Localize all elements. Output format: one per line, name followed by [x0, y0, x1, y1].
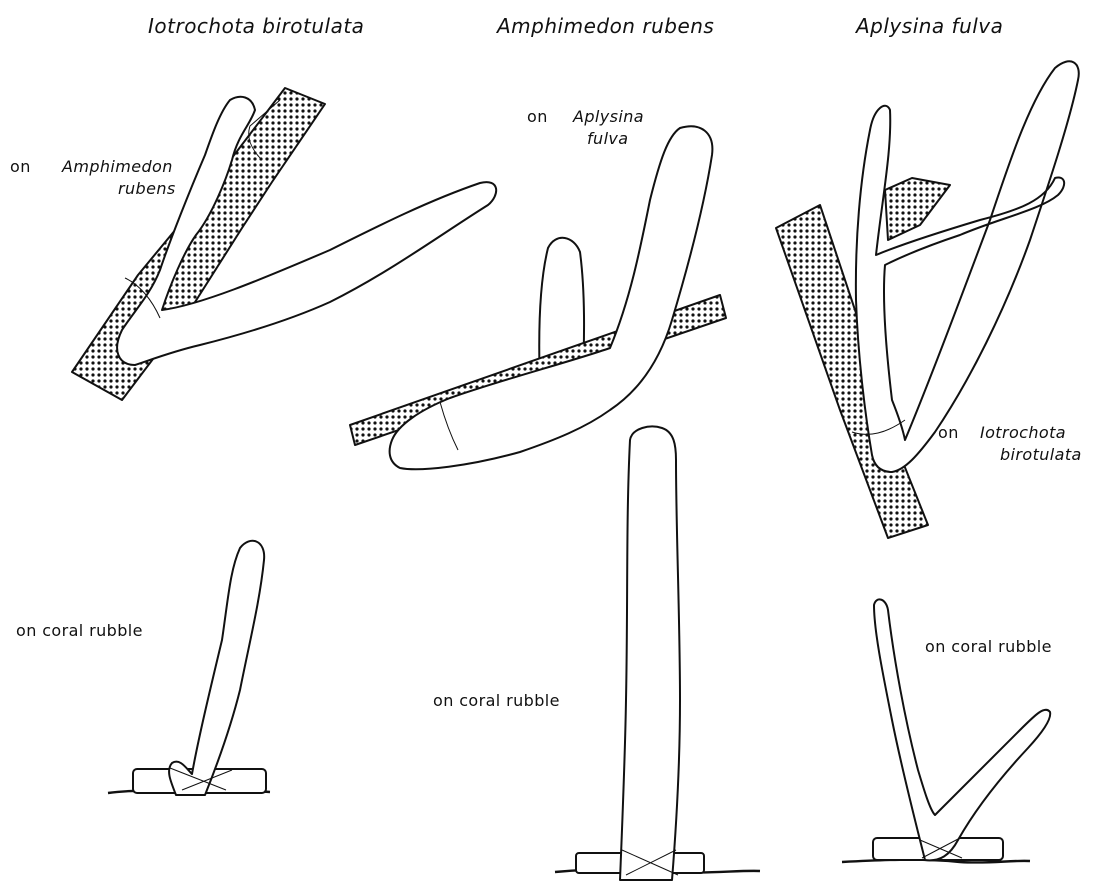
label-rubble-3: on coral rubble: [925, 636, 1052, 658]
iotrochota-rubble-sponge: [169, 541, 264, 795]
iotrochota-sponge: [117, 97, 496, 365]
host-amphimedon-branch: [72, 88, 325, 400]
label-p3-species: Iotrochota birotulata: [980, 422, 1082, 466]
label-rubble-2: on coral rubble: [433, 690, 560, 712]
aplysina-sponge: [856, 61, 1079, 472]
label-p3-species-line2: birotulata: [1000, 444, 1082, 466]
title-aplysina-fulva: Aplysina fulva: [856, 14, 1003, 38]
label-p1-species: Amphimedon rubens: [62, 156, 176, 200]
label-p2-on: on: [527, 106, 548, 128]
panel-amphimedon-on-aplysina: [350, 126, 726, 469]
label-p3-on: on: [938, 422, 959, 444]
label-p3-species-line1: Iotrochota: [980, 422, 1082, 444]
amphimedon-rubble-sponge: [620, 427, 680, 881]
panel-aplysina-on-iotrochota: [776, 61, 1079, 538]
host-iotrochota-upper: [885, 178, 950, 240]
label-p2-species-line2: fulva: [587, 128, 644, 150]
label-p1-species-line1: Amphimedon: [62, 156, 176, 178]
label-p1-on: on: [10, 156, 31, 178]
label-p1-species-line2: rubens: [118, 178, 176, 200]
title-iotrochota-birotulata: Iotrochota birotulata: [148, 14, 364, 38]
title-amphimedon-rubens: Amphimedon rubens: [497, 14, 714, 38]
label-p2-species-line1: Aplysina: [573, 106, 644, 128]
rubble-panel-2: [555, 427, 760, 881]
label-p2-species: Aplysina fulva: [573, 106, 644, 150]
label-rubble-1: on coral rubble: [16, 620, 143, 642]
panel-iotrochota-on-amphimedon: [72, 88, 496, 400]
rubble-panel-1: [108, 541, 270, 795]
